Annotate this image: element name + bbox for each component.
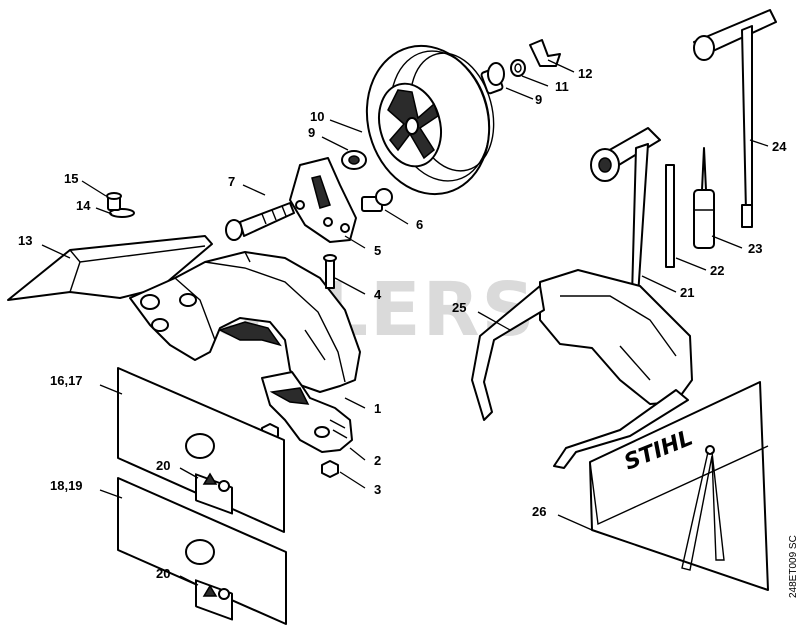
callout-9-lower: 9	[308, 125, 315, 140]
part-9-bushing-lower	[341, 150, 367, 170]
part-26-tool-bag: STIHL	[589, 381, 769, 591]
callout-26: 26	[532, 504, 546, 519]
part-5-bracket-plate	[289, 157, 357, 243]
callout-2: 2	[374, 453, 381, 468]
part-25-safety-glasses	[471, 269, 693, 469]
part-21-combination-wrench	[590, 127, 661, 297]
callout-12: 12	[578, 66, 592, 81]
part-22-rod	[665, 164, 675, 268]
callout-14: 14	[76, 198, 91, 213]
part-20-warning-decal-upper	[195, 472, 233, 515]
callout-labels: 1 2 3 4 5 6 7 9 10 9 11 12 13 14 15 16,1…	[18, 66, 787, 581]
callout-3: 3	[374, 482, 381, 497]
part-9-11-12-hub-hardware	[480, 39, 561, 95]
part-24-t-wrench	[693, 9, 777, 228]
callout-1: 1	[374, 401, 381, 416]
part-14-15-screw-washer	[106, 192, 135, 218]
callout-24: 24	[772, 139, 787, 154]
part-16-17-label-sheet	[117, 367, 285, 533]
callout-10: 10	[310, 109, 324, 124]
callout-25: 25	[452, 300, 466, 315]
part-20-warning-decal-lower	[195, 579, 233, 621]
part-2-clamp	[261, 371, 353, 453]
callout-20-lower: 20	[156, 566, 170, 581]
part-18-19-label-sheet	[117, 477, 287, 625]
part-23-screwdriver	[693, 147, 715, 249]
callout-22: 22	[710, 263, 724, 278]
callout-9-upper: 9	[535, 92, 542, 107]
callout-5: 5	[374, 243, 381, 258]
callout-21: 21	[680, 285, 694, 300]
part-1-guard-housing	[129, 251, 361, 393]
drawing-code: 248ET009 SC	[788, 535, 799, 598]
callout-11: 11	[555, 79, 569, 94]
callout-18-19: 18,19	[50, 478, 83, 493]
callout-16-17: 16,17	[50, 373, 83, 388]
callout-4: 4	[374, 287, 382, 302]
part-10-wheel	[365, 44, 495, 196]
callout-23: 23	[748, 241, 762, 256]
part-6-bolt	[361, 188, 393, 212]
part-4-screw	[323, 254, 337, 289]
part-7-axle-bolt	[225, 202, 295, 241]
leader-lines	[41, 59, 769, 586]
callout-6: 6	[416, 217, 423, 232]
callout-7: 7	[228, 174, 235, 189]
callout-15: 15	[64, 171, 78, 186]
callout-13: 13	[18, 233, 32, 248]
callout-20-upper: 20	[156, 458, 170, 473]
